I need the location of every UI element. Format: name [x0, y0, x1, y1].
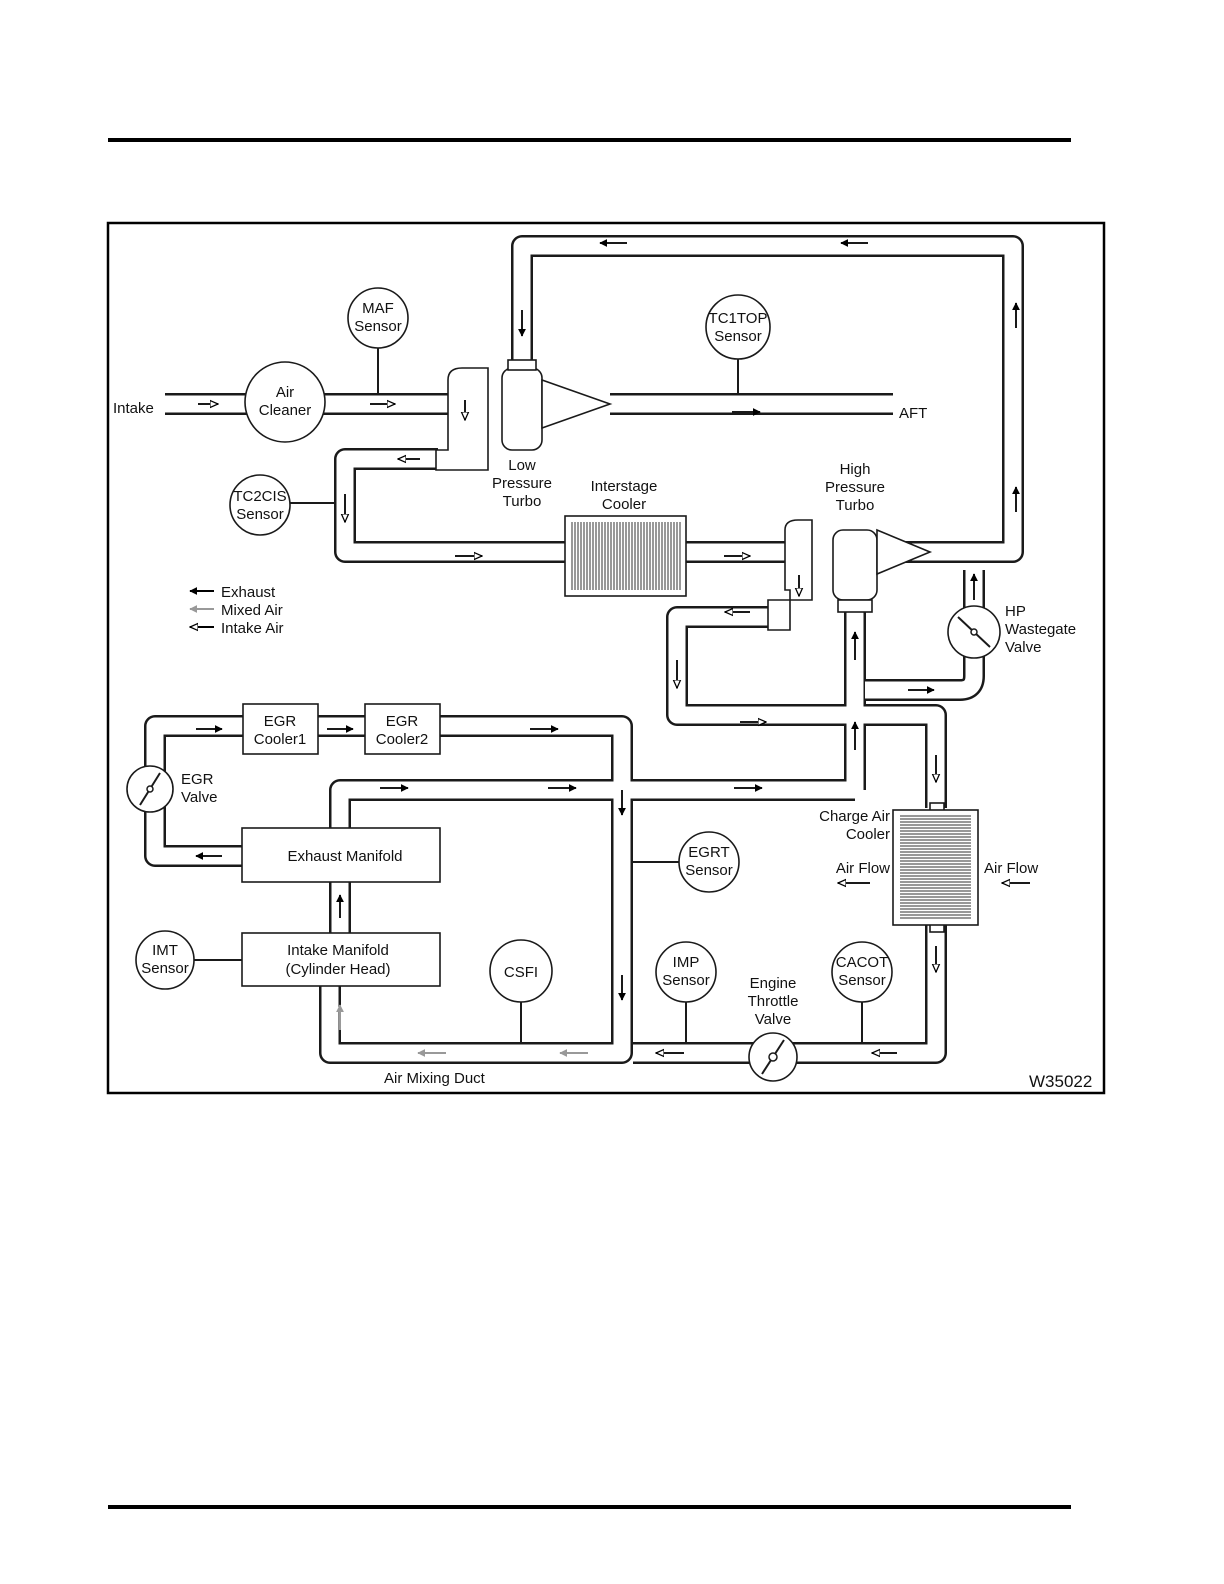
- legend-mixed-label: Mixed Air: [221, 602, 283, 619]
- hp-turbo-label-3: Turbo: [836, 497, 875, 514]
- charge-air-cooler: Charge Air Cooler Air Flow Air Flow: [819, 802, 1038, 933]
- lp-turbo-label-3: Turbo: [503, 493, 542, 510]
- throttle-label-3: Valve: [755, 1011, 791, 1028]
- imt-label-2: Sensor: [141, 960, 189, 977]
- egr-valve: EGR Valve: [126, 765, 217, 813]
- hp-turbo-label-2: Pressure: [825, 479, 885, 496]
- egrt-label-2: Sensor: [685, 862, 733, 879]
- interstage-cooler-label-1: Interstage: [591, 478, 658, 495]
- imp-sensor: IMP Sensor: [655, 941, 717, 1043]
- egr-valve-label-2: Valve: [181, 789, 217, 806]
- imt-sensor: IMT Sensor: [135, 930, 242, 990]
- egr-cooler2-label-1: EGR: [386, 713, 419, 730]
- imp-label-1: IMP: [673, 954, 700, 971]
- maf-label-2: Sensor: [354, 318, 402, 335]
- cacot-label-2: Sensor: [838, 972, 886, 989]
- air-cleaner-label-2: Cleaner: [259, 402, 312, 419]
- tc2cis-label-2: Sensor: [236, 506, 284, 523]
- hp-wastegate-label-1: HP: [1005, 603, 1026, 620]
- cacot-sensor: CACOT Sensor: [831, 941, 893, 1043]
- maf-label-1: MAF: [362, 300, 394, 317]
- hp-wastegate-valve: HP Wastegate Valve: [947, 603, 1076, 659]
- figure-id: W35022: [1029, 1072, 1092, 1091]
- tc2cis-sensor: TC2CIS Sensor: [229, 474, 334, 536]
- legend: Exhaust Mixed Air Intake Air: [190, 584, 284, 637]
- exhaust-manifold-label: Exhaust Manifold: [287, 848, 402, 865]
- imp-label-2: Sensor: [662, 972, 710, 989]
- cacot-label-1: CACOT: [836, 954, 889, 971]
- tc1top-sensor: TC1TOP Sensor: [705, 294, 771, 393]
- air-mixing-duct-label: Air Mixing Duct: [384, 1070, 486, 1087]
- aft-label: AFT: [899, 405, 927, 422]
- header-rule: [108, 138, 1071, 142]
- intake-manifold: Intake Manifold (Cylinder Head): [241, 932, 441, 987]
- air-flow-left-label: Air Flow: [836, 860, 890, 877]
- egrt-label-1: EGRT: [688, 844, 729, 861]
- egr-cooler2-label-2: Cooler2: [376, 731, 429, 748]
- tc2cis-label-1: TC2CIS: [233, 488, 286, 505]
- egr-valve-label-1: EGR: [181, 771, 214, 788]
- egr-cooler-1: EGR Cooler1: [242, 703, 319, 755]
- footer-rule: [108, 1505, 1071, 1509]
- air-cleaner-label-1: Air: [276, 384, 294, 401]
- lp-turbo-label-1: Low: [508, 457, 536, 474]
- diagram-frame: [106, 221, 1106, 1095]
- air-flow-right-label: Air Flow: [984, 860, 1038, 877]
- exhaust-manifold: Exhaust Manifold: [241, 827, 441, 883]
- intake-label: Intake: [113, 400, 154, 417]
- egr-cooler1-label-2: Cooler1: [254, 731, 307, 748]
- low-pressure-turbo: Low Pressure Turbo: [435, 359, 613, 510]
- air-cleaner: Air Cleaner: [244, 361, 326, 443]
- charge-air-cooler-label-1: Charge Air: [819, 808, 890, 825]
- flow-arrows: [195, 239, 1030, 1053]
- throttle-label-1: Engine: [750, 975, 797, 992]
- legend-intake-label: Intake Air: [221, 620, 284, 637]
- egrt-sensor: EGRT Sensor: [633, 831, 740, 893]
- high-pressure-turbo: High Pressure Turbo: [767, 461, 933, 631]
- engine-throttle-valve: Engine Throttle Valve: [748, 975, 799, 1082]
- interstage-cooler: Interstage Cooler: [564, 478, 687, 597]
- interstage-cooler-label-2: Cooler: [602, 496, 646, 513]
- charge-air-cooler-label-2: Cooler: [846, 826, 890, 843]
- egr-cooler-2: EGR Cooler2: [364, 703, 441, 755]
- intake-manifold-label-1: Intake Manifold: [287, 942, 389, 959]
- hp-wastegate-label-3: Valve: [1005, 639, 1041, 656]
- imt-label-1: IMT: [152, 942, 178, 959]
- csfi-sensor: CSFI: [489, 939, 553, 1043]
- maf-sensor: MAF Sensor: [347, 287, 409, 393]
- csfi-label: CSFI: [504, 964, 538, 981]
- hp-wastegate-label-2: Wastegate: [1005, 621, 1076, 638]
- throttle-label-2: Throttle: [748, 993, 799, 1010]
- tc1top-label-1: TC1TOP: [709, 310, 768, 327]
- egr-cooler1-label-1: EGR: [264, 713, 297, 730]
- hp-turbo-label-1: High: [840, 461, 871, 478]
- lp-turbo-label-2: Pressure: [492, 475, 552, 492]
- tc1top-label-2: Sensor: [714, 328, 762, 345]
- legend-exhaust-label: Exhaust: [221, 584, 276, 601]
- intake-manifold-label-2: (Cylinder Head): [285, 961, 390, 978]
